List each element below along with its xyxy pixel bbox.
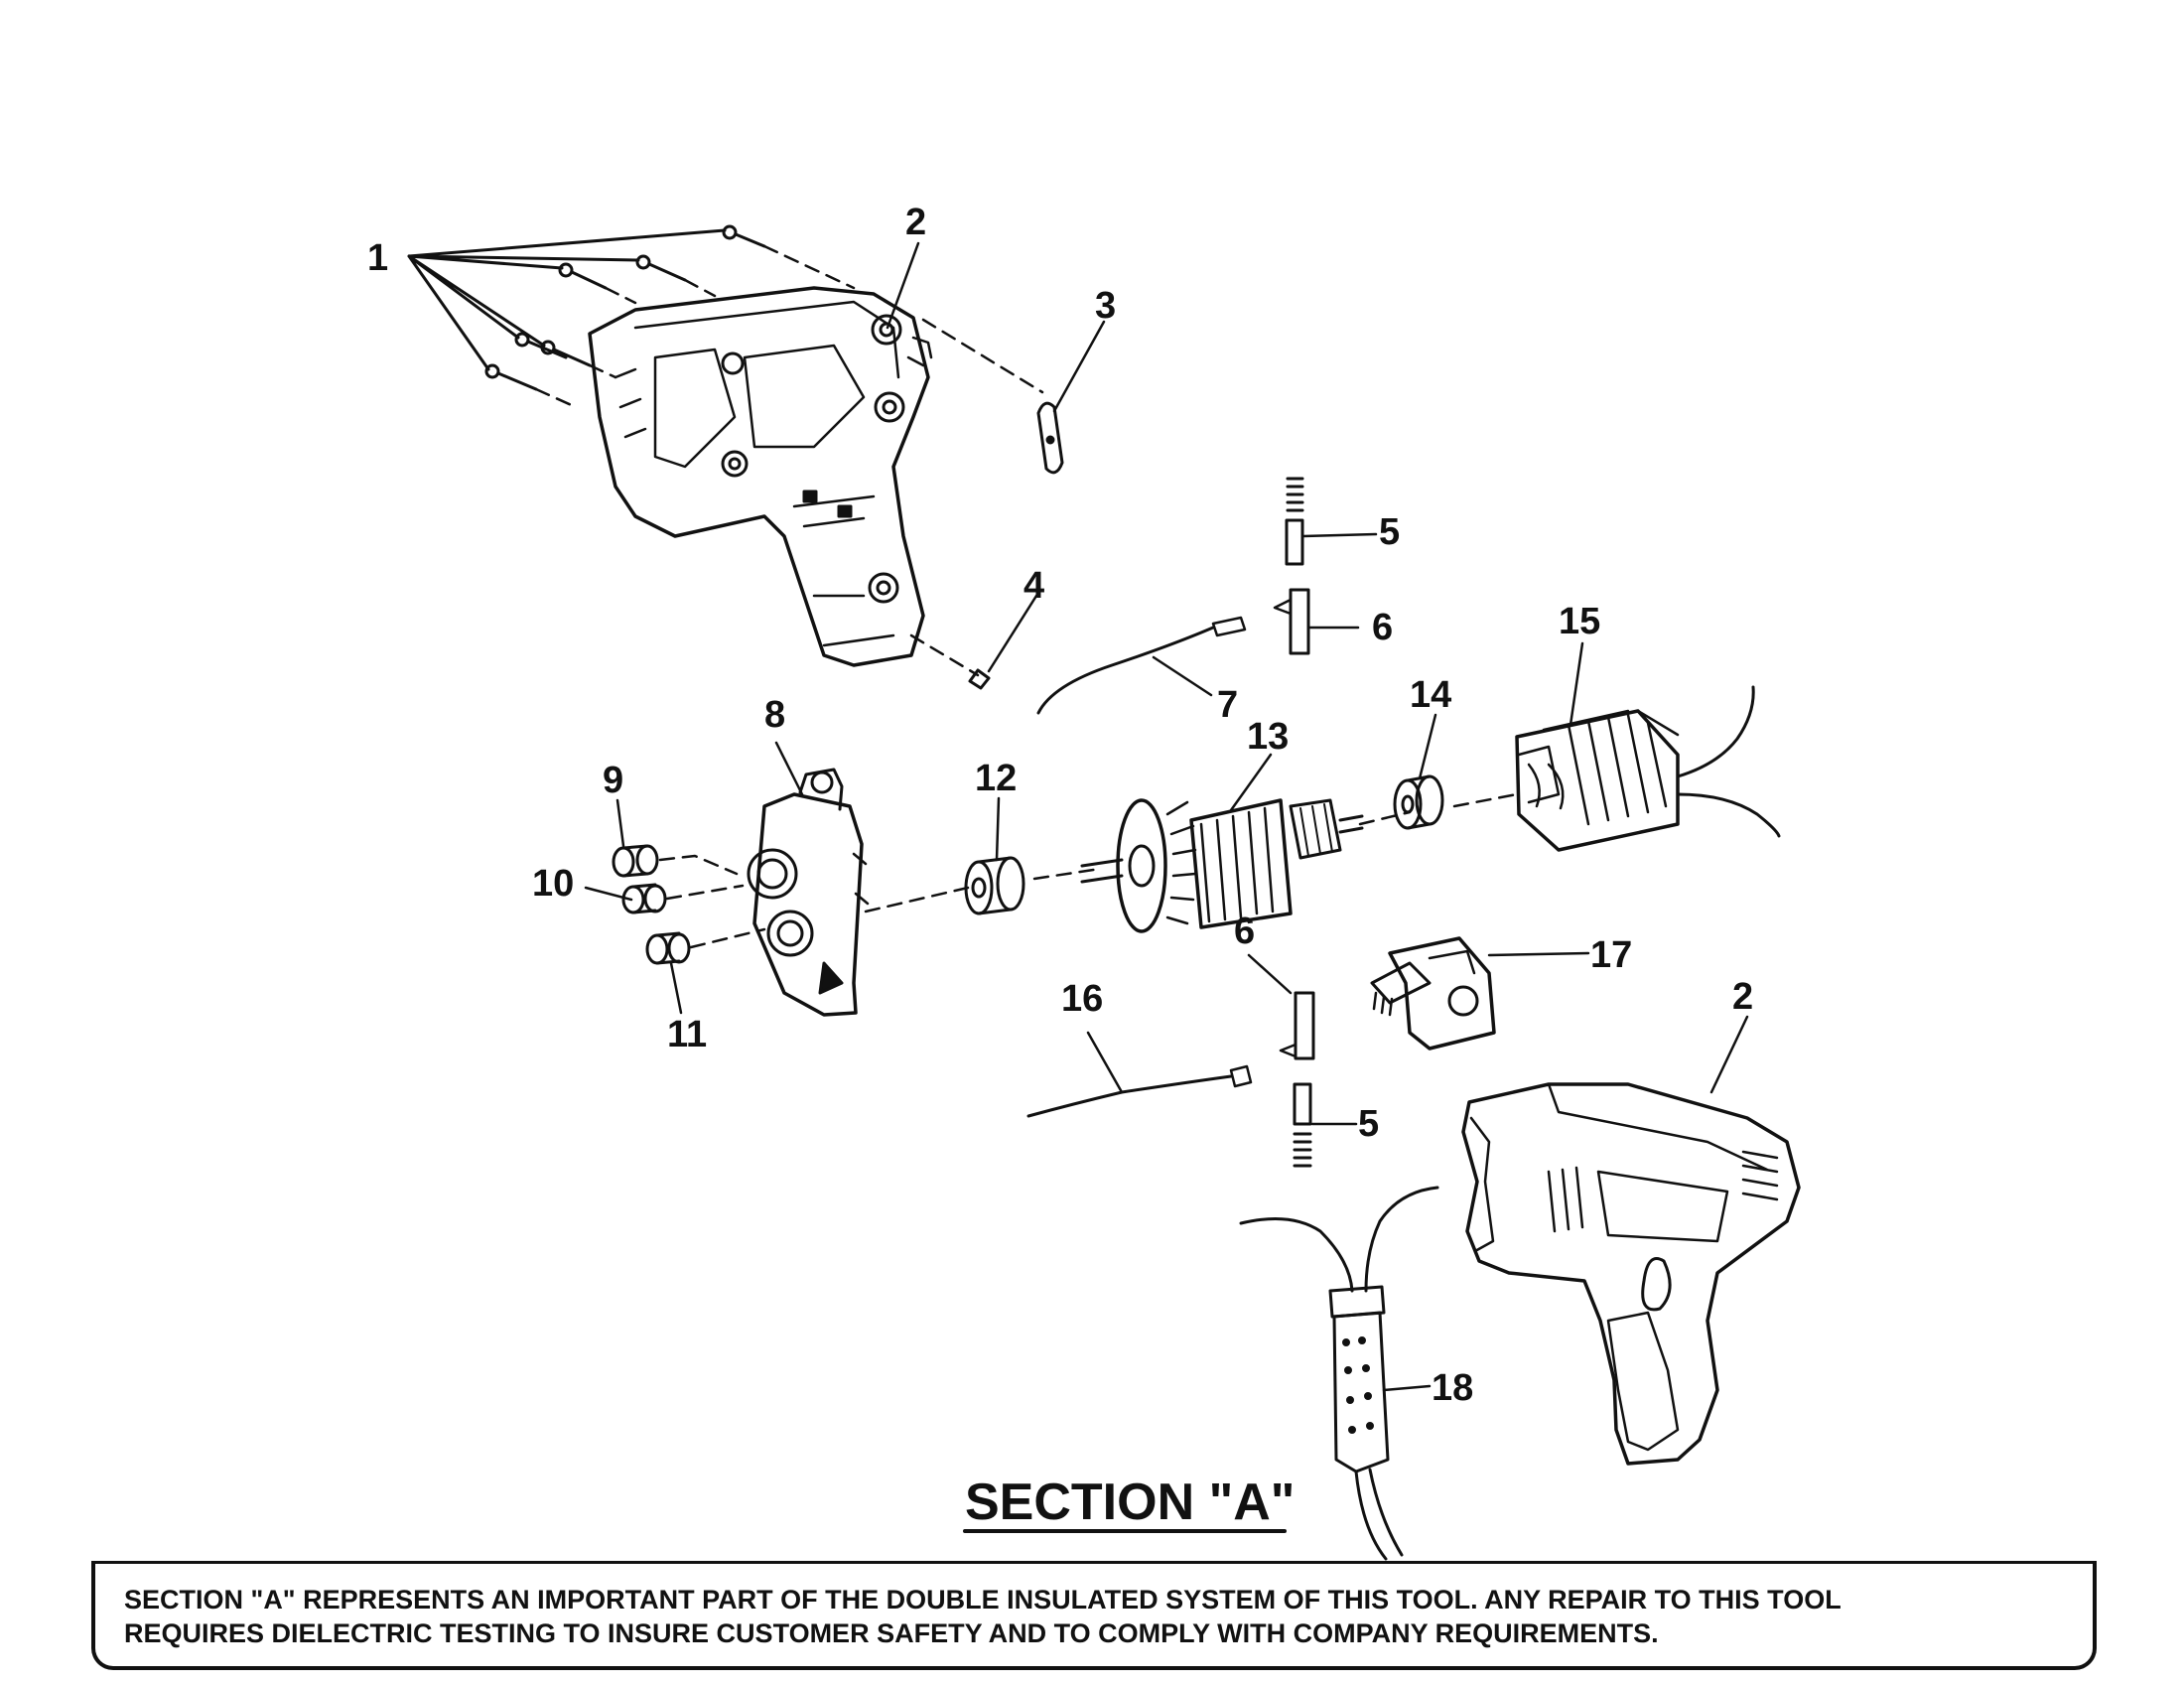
callout-5-bottom: 5 bbox=[1358, 1103, 1379, 1145]
part-15-field-coil bbox=[1515, 685, 1781, 852]
screw bbox=[722, 224, 766, 248]
screw bbox=[484, 363, 538, 391]
callout-6-bottom: 6 bbox=[1234, 911, 1255, 952]
callout-16: 16 bbox=[1061, 978, 1103, 1020]
part-18-power-cord bbox=[1239, 1186, 1439, 1561]
part-16-lead-wire bbox=[1026, 1064, 1253, 1118]
callout-10: 10 bbox=[532, 863, 574, 905]
callout-9: 9 bbox=[603, 760, 623, 801]
part-6-holder-bottom bbox=[1279, 991, 1315, 1060]
screw bbox=[635, 254, 687, 282]
callout-2-top: 2 bbox=[905, 202, 926, 243]
screw bbox=[558, 262, 608, 290]
leader-lines bbox=[584, 241, 1749, 1392]
part-17-switch bbox=[1370, 936, 1496, 1051]
notice-text: SECTION "A" REPRESENTS AN IMPORTANT PART… bbox=[124, 1583, 2090, 1650]
callout-12: 12 bbox=[975, 758, 1017, 799]
part-8-gear-plate bbox=[747, 768, 870, 1017]
part-4-pin bbox=[968, 668, 991, 690]
callout-2-bottom: 2 bbox=[1732, 976, 1753, 1018]
callout-3: 3 bbox=[1095, 285, 1116, 327]
callout-5-top: 5 bbox=[1379, 511, 1400, 553]
part-12-bearing bbox=[964, 856, 1025, 915]
notice-line-2: REQUIRES DIELECTRIC TESTING TO INSURE CU… bbox=[124, 1618, 1659, 1648]
section-title: SECTION "A" bbox=[965, 1474, 1295, 1531]
callout-4: 4 bbox=[1024, 565, 1044, 607]
callout-18: 18 bbox=[1432, 1367, 1473, 1409]
housing-half-right bbox=[1461, 1082, 1801, 1466]
callout-11: 11 bbox=[667, 1014, 707, 1055]
part-6-holder-top bbox=[1273, 588, 1310, 655]
part-3-plate bbox=[1036, 401, 1064, 475]
screw bbox=[540, 340, 592, 367]
callout-17: 17 bbox=[1590, 934, 1632, 976]
callout-15: 15 bbox=[1559, 601, 1600, 642]
part-13-armature bbox=[1080, 798, 1364, 933]
part-5-brush-bottom bbox=[1293, 1082, 1312, 1168]
part-5-brush-top bbox=[1285, 477, 1304, 566]
callout-14: 14 bbox=[1410, 674, 1451, 716]
screw bbox=[514, 332, 568, 359]
housing-half-left bbox=[588, 286, 933, 667]
part-9-bushing bbox=[612, 844, 659, 878]
part-7-lead-wire bbox=[1036, 616, 1247, 715]
callout-labels: 1 2 3 4 5 6 7 8 9 10 11 12 13 14 15 6 17… bbox=[367, 202, 1753, 1409]
part-11-bushing bbox=[645, 931, 691, 965]
callout-6-top: 6 bbox=[1372, 607, 1393, 648]
callout-13: 13 bbox=[1247, 716, 1289, 758]
callout-8: 8 bbox=[764, 694, 785, 736]
callout-1: 1 bbox=[367, 237, 388, 279]
callout-7: 7 bbox=[1217, 684, 1238, 726]
notice-line-1: SECTION "A" REPRESENTS AN IMPORTANT PART… bbox=[124, 1585, 1842, 1614]
part-14-bearing bbox=[1393, 774, 1444, 830]
part-10-bushing bbox=[621, 883, 667, 914]
part-1-screws bbox=[407, 224, 856, 409]
notice-box bbox=[91, 1561, 2097, 1670]
